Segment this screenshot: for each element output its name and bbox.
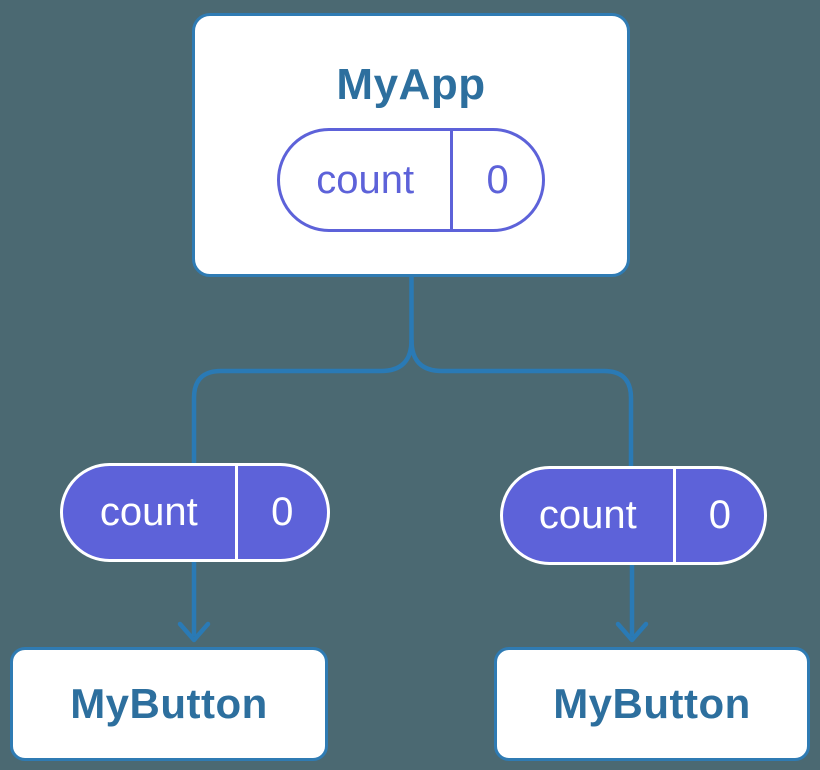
- prop-pill-left: count 0: [60, 463, 330, 562]
- state-value-label: 0: [486, 157, 509, 202]
- prop-pill-right: count 0: [500, 466, 767, 565]
- state-name-label: count: [316, 157, 415, 202]
- pill-divider: [672, 469, 676, 562]
- child-component-node-left: MyButton: [10, 647, 328, 761]
- left-branch-line: [191, 339, 414, 470]
- root-state-pill: count 0: [277, 128, 545, 232]
- right-branch-line: [409, 339, 634, 470]
- prop-name-label: count: [538, 493, 637, 537]
- left-arrow-down-icon: [177, 621, 211, 643]
- pill-divider: [234, 466, 238, 559]
- prop-name-label: count: [99, 490, 198, 534]
- prop-value-label: 0: [271, 490, 294, 534]
- pill-divider: [450, 131, 454, 229]
- prop-value-label: 0: [708, 493, 731, 537]
- right-arrow-down-icon: [615, 621, 649, 643]
- root-component-title: MyApp: [336, 60, 486, 109]
- child-component-node-right: MyButton: [494, 647, 810, 761]
- child-component-title: MyButton: [70, 680, 268, 727]
- child-component-title: MyButton: [553, 680, 751, 727]
- root-component-node: MyApp count 0: [192, 13, 630, 277]
